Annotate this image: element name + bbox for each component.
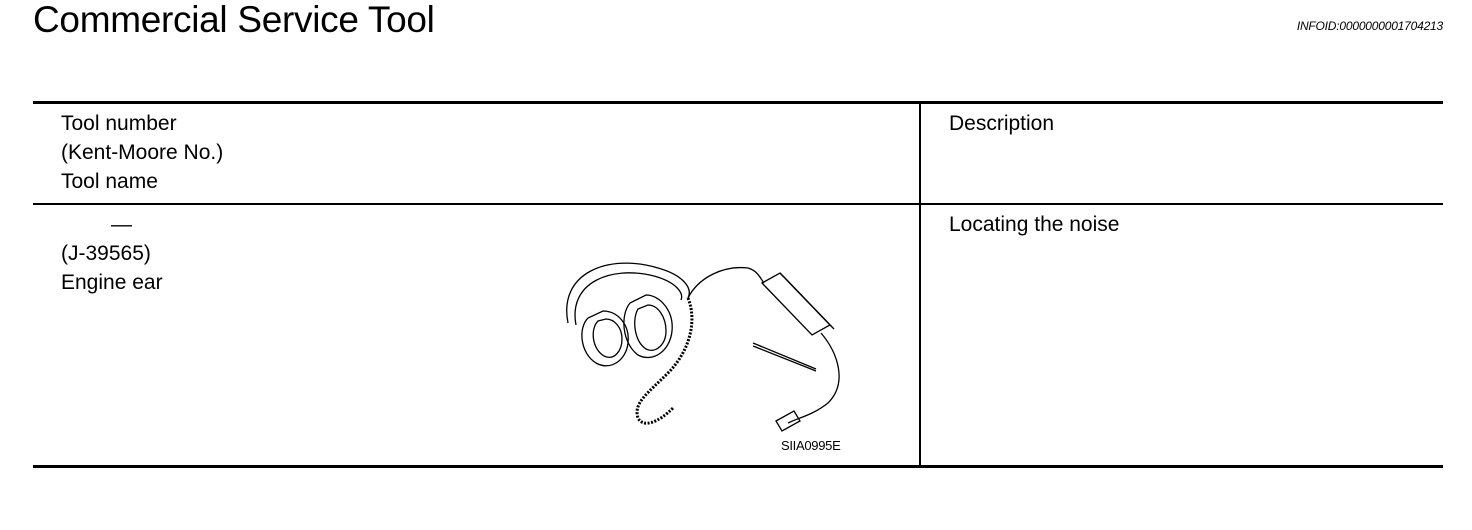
table-row-tool-cell: — (J-39565) Engine ear	[61, 210, 163, 297]
info-id: INFOID:0000000001704213	[1296, 19, 1443, 33]
table-bottom-rule	[33, 465, 1443, 468]
service-tool-table: Tool number (Kent-Moore No.) Tool name D…	[33, 101, 1443, 469]
header-tool-number: Tool number	[61, 112, 177, 135]
tool-number: —	[111, 213, 132, 236]
kent-moore-number: (J-39565)	[61, 242, 151, 265]
tool-name: Engine ear	[61, 271, 163, 294]
header-tool-column: Tool number (Kent-Moore No.) Tool name	[61, 109, 223, 196]
table-top-rule	[33, 101, 1443, 104]
header-kent-moore: (Kent-Moore No.)	[61, 141, 224, 164]
column-divider	[919, 104, 921, 465]
header-description: Description	[949, 112, 1055, 135]
engine-ear-illustration	[566, 262, 840, 432]
tool-description: Locating the noise	[949, 213, 1120, 236]
page-title: Commercial Service Tool	[33, 0, 435, 40]
header-separator	[33, 203, 1443, 205]
figure-code: SIIA0995E	[781, 438, 841, 453]
header-tool-name: Tool name	[61, 170, 158, 193]
